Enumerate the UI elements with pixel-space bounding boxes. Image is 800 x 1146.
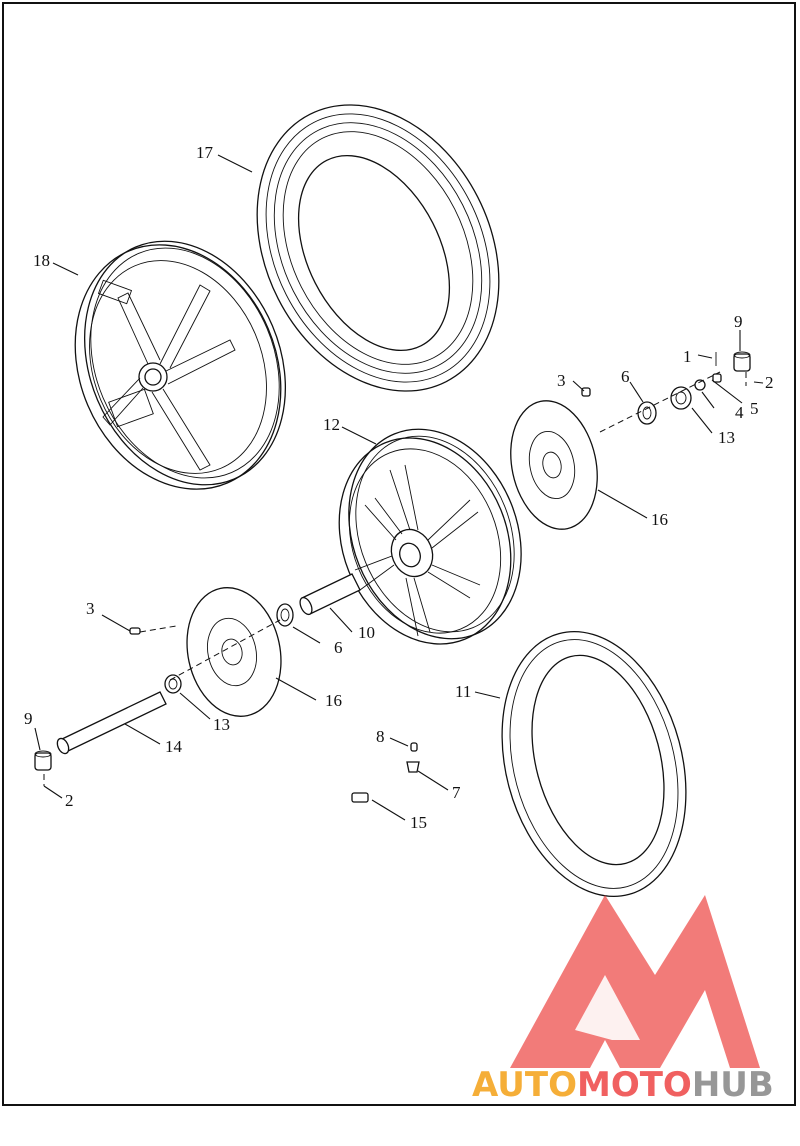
nut-9-lower — [34, 750, 52, 771]
wheel-18 — [74, 240, 287, 490]
watermark-text-auto: AUTO — [472, 1065, 577, 1105]
axle-14 — [56, 691, 167, 755]
callout-6-lower: 6 — [334, 638, 343, 657]
callout-4: 4 — [735, 403, 744, 422]
bearing-6-lower — [276, 603, 294, 627]
callout-16-upper: 16 — [651, 510, 668, 529]
callout-2-lower: 2 — [65, 791, 74, 810]
callout-11: 11 — [455, 682, 471, 701]
diagram-border — [2, 2, 796, 1106]
callout-labels: 17 18 12 9 1 2 3 6 4 5 13 16 3 10 6 16 1… — [24, 143, 774, 832]
callout-9-lower: 9 — [24, 709, 33, 728]
small-hardware — [129, 352, 722, 803]
callout-7: 7 — [452, 783, 461, 802]
spacer-13-lower — [164, 674, 182, 694]
tire-11 — [501, 630, 687, 898]
callout-17: 17 — [196, 143, 214, 162]
callout-1: 1 — [683, 347, 692, 366]
leader-lines — [34, 154, 764, 821]
svg-text:AUTOMOTOHUB: AUTOMOTOHUB — [472, 1065, 774, 1105]
nut-9-upper — [733, 351, 751, 372]
brake-disc-16-lower — [186, 587, 282, 717]
axis-lines — [43, 371, 747, 786]
callout-18: 18 — [33, 251, 50, 270]
spacer-10 — [299, 573, 361, 616]
watermark-logo-mark — [510, 895, 760, 1068]
callout-8: 8 — [376, 727, 385, 746]
callout-13-lower: 13 — [213, 715, 230, 734]
brake-disc-16-upper — [510, 400, 598, 530]
callout-10: 10 — [358, 623, 375, 642]
callout-14: 14 — [165, 737, 183, 756]
callout-2-upper: 2 — [765, 373, 774, 392]
tire-17 — [256, 104, 500, 392]
callout-13-upper: 13 — [718, 428, 735, 447]
callout-15: 15 — [410, 813, 427, 832]
wheel-12 — [338, 428, 522, 645]
bearing-6-upper — [637, 401, 657, 425]
callout-3-lower: 3 — [86, 599, 95, 618]
callout-5: 5 — [750, 399, 759, 418]
spacer-13-upper — [670, 386, 692, 410]
callout-12: 12 — [323, 415, 340, 434]
watermark-text-hub: HUB — [692, 1065, 774, 1105]
callout-3-upper: 3 — [557, 371, 566, 390]
callout-9-upper: 9 — [734, 312, 743, 331]
callout-6-upper: 6 — [621, 367, 630, 386]
callout-16-lower: 16 — [325, 691, 342, 710]
watermark-logo: AUTOMOTOHUB — [472, 895, 774, 1105]
watermark-text-moto: MOTO — [577, 1065, 692, 1105]
